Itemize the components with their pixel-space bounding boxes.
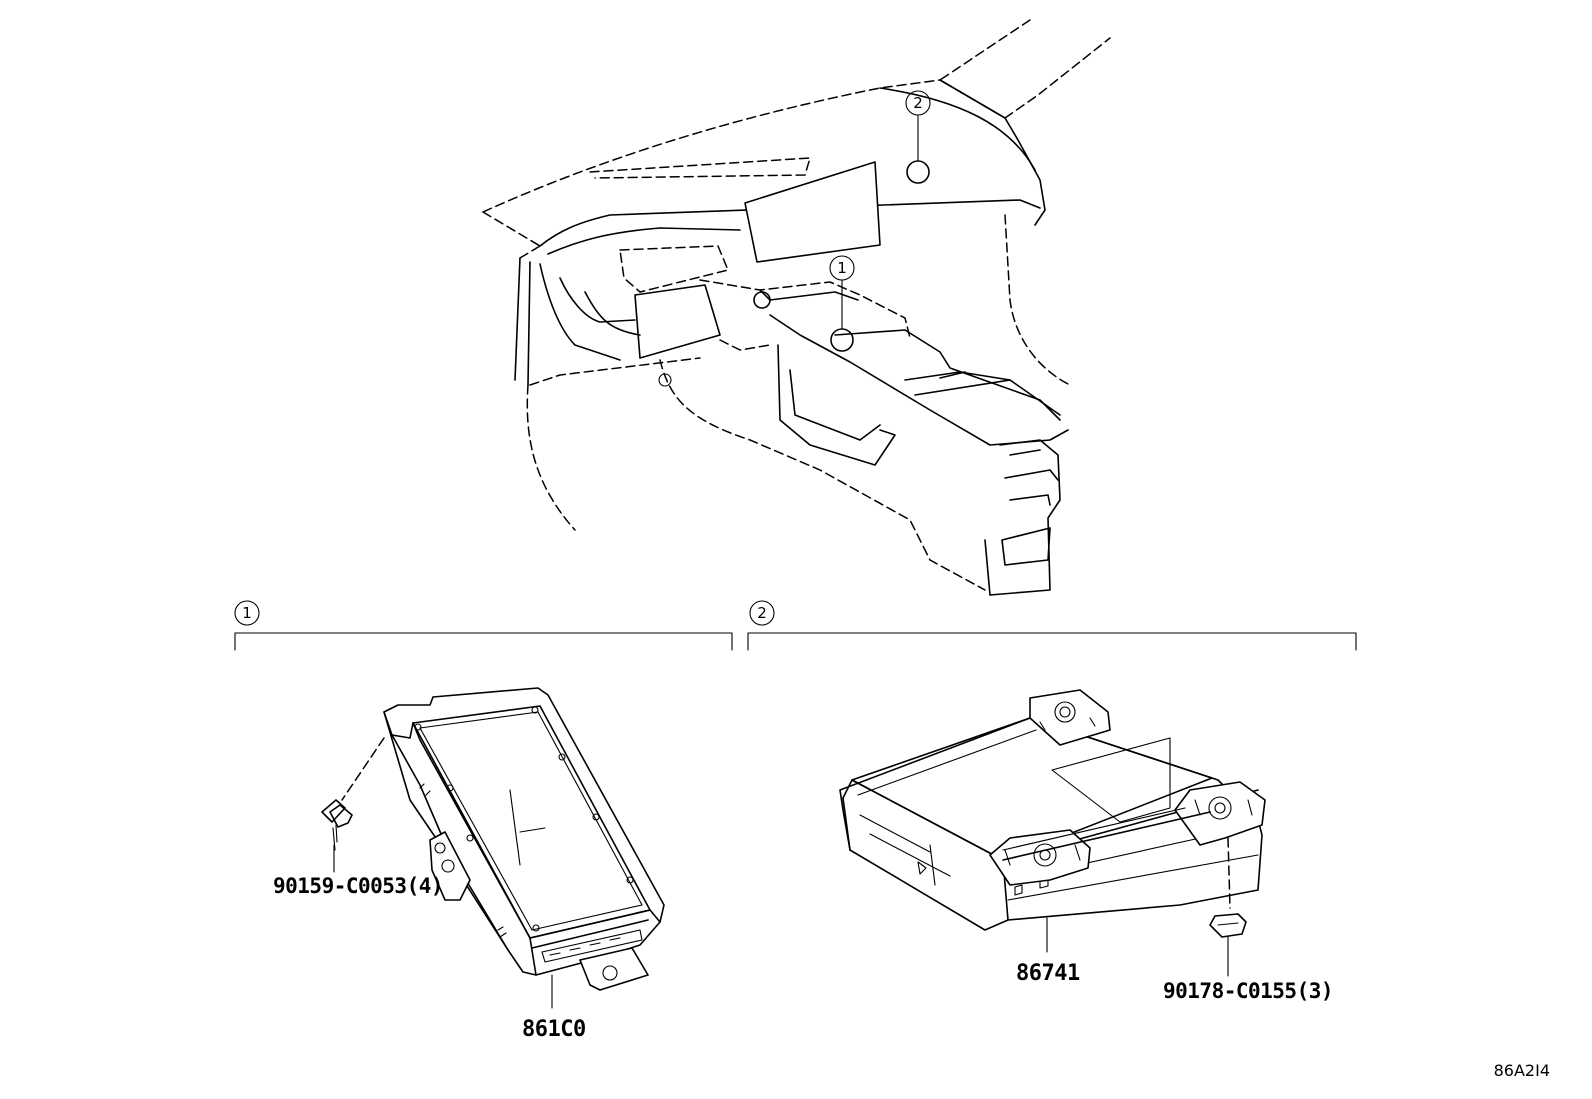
svg-text:2: 2	[757, 604, 767, 622]
overview-callout-1: 1	[829, 255, 855, 281]
illustration-id: 86A2I4	[1494, 1061, 1550, 1080]
svg-text:1: 1	[837, 259, 847, 277]
section-2-header: 2	[747, 600, 1357, 651]
module-861c0-illustration	[341, 687, 665, 991]
part-number-861c0: 861C0	[522, 1017, 586, 1042]
svg-text:2: 2	[913, 94, 923, 112]
svg-text:1: 1	[242, 604, 252, 622]
part-number-86741: 86741	[1016, 961, 1080, 986]
part-number-90178-c0155: 90178-C0155(3)	[1163, 979, 1333, 1003]
dashboard-overview-illustration	[482, 19, 1111, 596]
part-number-90159-c0053: 90159-C0053(4)	[273, 874, 443, 898]
nut-90178-c0155-illustration	[1209, 913, 1247, 977]
overview-callout-2: 2	[905, 90, 931, 116]
screw-90159-c0053-illustration	[321, 799, 353, 851]
module-86741-illustration	[839, 689, 1266, 931]
section-1-header: 1	[234, 600, 733, 651]
